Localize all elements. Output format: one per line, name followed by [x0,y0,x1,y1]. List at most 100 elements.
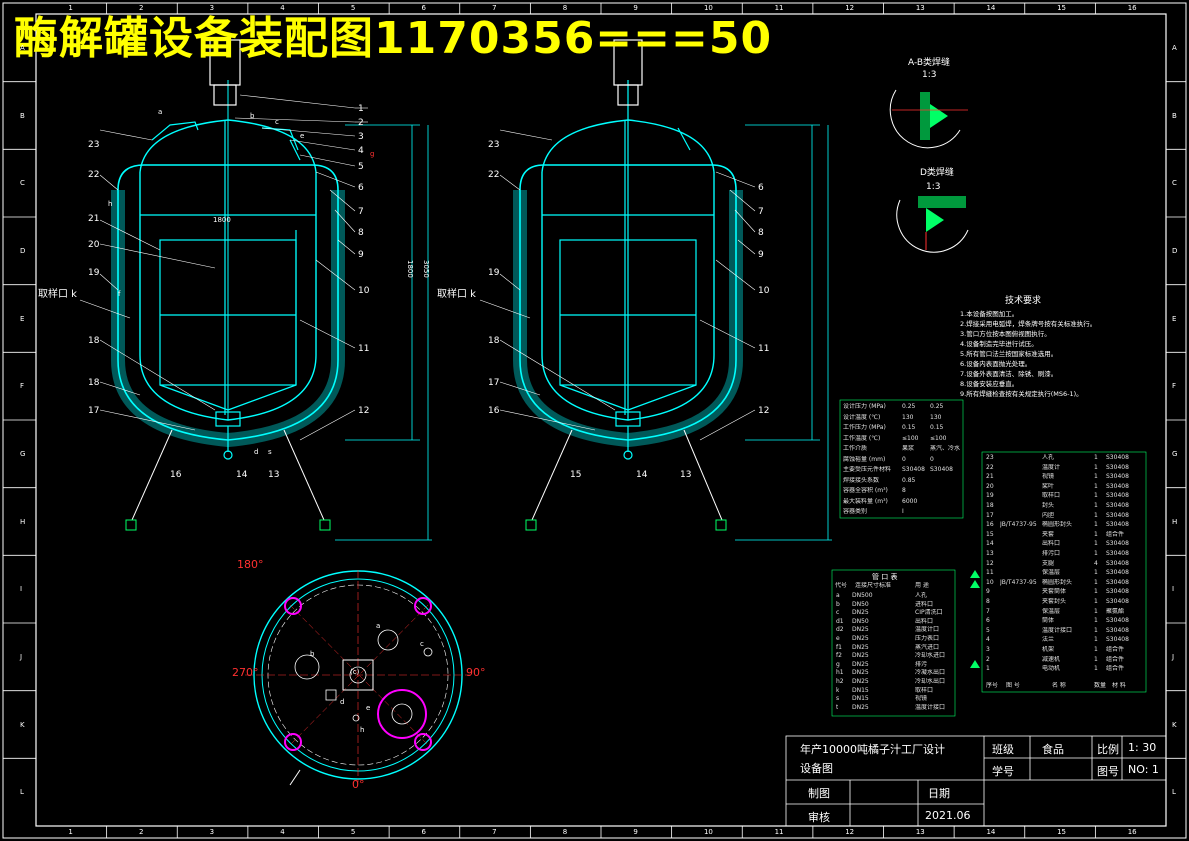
border-col-label: 6 [421,4,426,12]
title-block-grid [785,735,1167,827]
part-name: 内胆 [1042,511,1055,519]
border-row-label: C [20,179,25,188]
part-name: 保温层 [1042,607,1061,615]
part-name: 夹套筒体 [1042,588,1067,596]
nozzle-std: DN25 [852,669,869,677]
border-row-label: H [1172,517,1178,526]
front-sample-port-label: 取样口 k [38,289,77,300]
design-param-shell: 0 [902,455,906,463]
title-block-scale-label: 比例 [1097,743,1119,756]
nozzle-header-std: 连接尺寸标准 [855,582,892,589]
side-callout-number: 9 [758,250,764,260]
front-dim-lines [335,124,432,541]
border-col-label: 11 [774,828,784,836]
part-name: 桨叶 [1042,482,1055,490]
part-drawing-no: JB/T4737-95 [1000,521,1037,529]
part-number: 11 [986,569,994,577]
front-callout-number: 12 [358,406,370,416]
part-number: 20 [986,482,994,490]
side-callout-number: 8 [758,228,764,238]
border-row-label: J [1172,652,1175,661]
plan-letter: c [420,640,424,648]
nozzle-use: 温度计接口 [915,703,946,711]
nozzle-code: d2 [836,626,844,634]
nozzle-std: DN25 [852,626,869,634]
part-material: 组合件 [1106,655,1125,663]
part-qty: 4 [1094,559,1098,567]
front-callout-number: 14 [236,470,248,480]
part-number: 12 [986,559,994,567]
front-view-legs [125,429,331,531]
design-param-jacket: ≤100 [930,434,947,442]
part-number: 9 [986,588,990,596]
front-callout-number: 19 [88,268,100,278]
border-col-label: 12 [845,4,855,12]
border-col-label: 4 [280,4,285,12]
detail-a-scale: 1:3 [922,70,937,80]
front-nozzle-letter: a [158,108,163,116]
nozzle-code: f1 [836,643,842,651]
front-callout-number: 21 [88,214,100,224]
border-row-label: D [1172,246,1178,255]
side-callout-number: 10 [758,286,770,296]
design-param-shell: 0.85 [902,476,916,484]
front-callout-number: 3 [358,132,364,142]
title-block-checked-label: 审核 [808,811,830,824]
front-nozzle-letter: h [108,200,113,208]
part-name: 支腿 [1042,559,1055,567]
side-view-legs [525,429,727,531]
border-row-label: C [1172,179,1177,188]
design-param-shell: 130 [902,413,914,421]
part-number: 2 [986,655,990,663]
tech-requirement-line: 9.所有焊缝检查按有关规定执行(MS6-1)。 [960,390,1083,398]
nozzle-table-title: 管 口 表 [872,573,898,581]
tech-requirement-line: 2.焊接采用电弧焊，焊条牌号按有关标准执行。 [960,320,1097,328]
part-name: 温度计 [1042,463,1061,471]
part-name: 温度计接口 [1042,626,1073,634]
detail-view-b [896,196,969,253]
nozzle-use: 冷却水进口 [915,652,946,660]
part-name: 夹套 [1042,530,1055,538]
drawing-banner-title: 酶解罐设备装配图1170356===50 [14,13,773,64]
part-number: 13 [986,550,994,557]
nozzle-std: DN25 [852,609,869,617]
parts-header-cell: 图 号 [1006,682,1020,689]
front-callout-number: 4 [358,146,364,156]
tech-requirement-line: 1.本设备按图加工。 [960,310,1019,318]
border-col-label: 3 [209,4,215,12]
title-block-class-value: 食品 [1042,743,1064,756]
part-number: 8 [986,598,990,605]
side-callout-number: 18 [488,336,500,346]
design-table-grid [839,399,964,519]
nozzle-std: DN15 [852,695,869,703]
nozzle-use: 温度计口 [915,626,940,634]
plan-letter: (c) [350,668,360,676]
design-param-name: 容器类别 [843,508,868,515]
border-col-label: 14 [986,4,996,12]
border-col-label: 5 [350,4,356,12]
nozzle-code: c [836,609,840,617]
design-param-shell: 8 [902,487,906,494]
border-col-label: 10 [703,828,713,836]
border-col-label: 5 [350,828,356,836]
front-callout-number: 20 [88,240,100,250]
front-nozzle-letter: e [300,132,305,140]
nozzle-std: DN15 [852,686,869,694]
border-col-label: 2 [138,4,144,12]
part-name: 人孔 [1042,454,1055,461]
parts-list-grid [981,451,1147,693]
parts-header-cell: 材 料 [1112,682,1126,689]
design-param-shell: I [902,508,904,515]
border-col-label: 7 [492,4,497,12]
nozzle-code: h2 [836,678,844,685]
title-block-drawing-name: 设备图 [800,762,833,775]
part-drawing-no: JB/T4737-95 [1000,578,1037,586]
border-col-label: 15 [1057,4,1066,12]
design-param-name: 容器全容积 (m³) [843,487,888,494]
front-callout-number: 11 [358,344,370,354]
part-name: 椭圆形封头 [1042,521,1073,529]
tech-requirement-line: 6.设备内表面抛光处理。 [960,360,1032,368]
part-name: 夹套封头 [1042,598,1067,605]
front-callout-number: 23 [88,140,100,150]
front-callout-number: 17 [88,406,100,416]
